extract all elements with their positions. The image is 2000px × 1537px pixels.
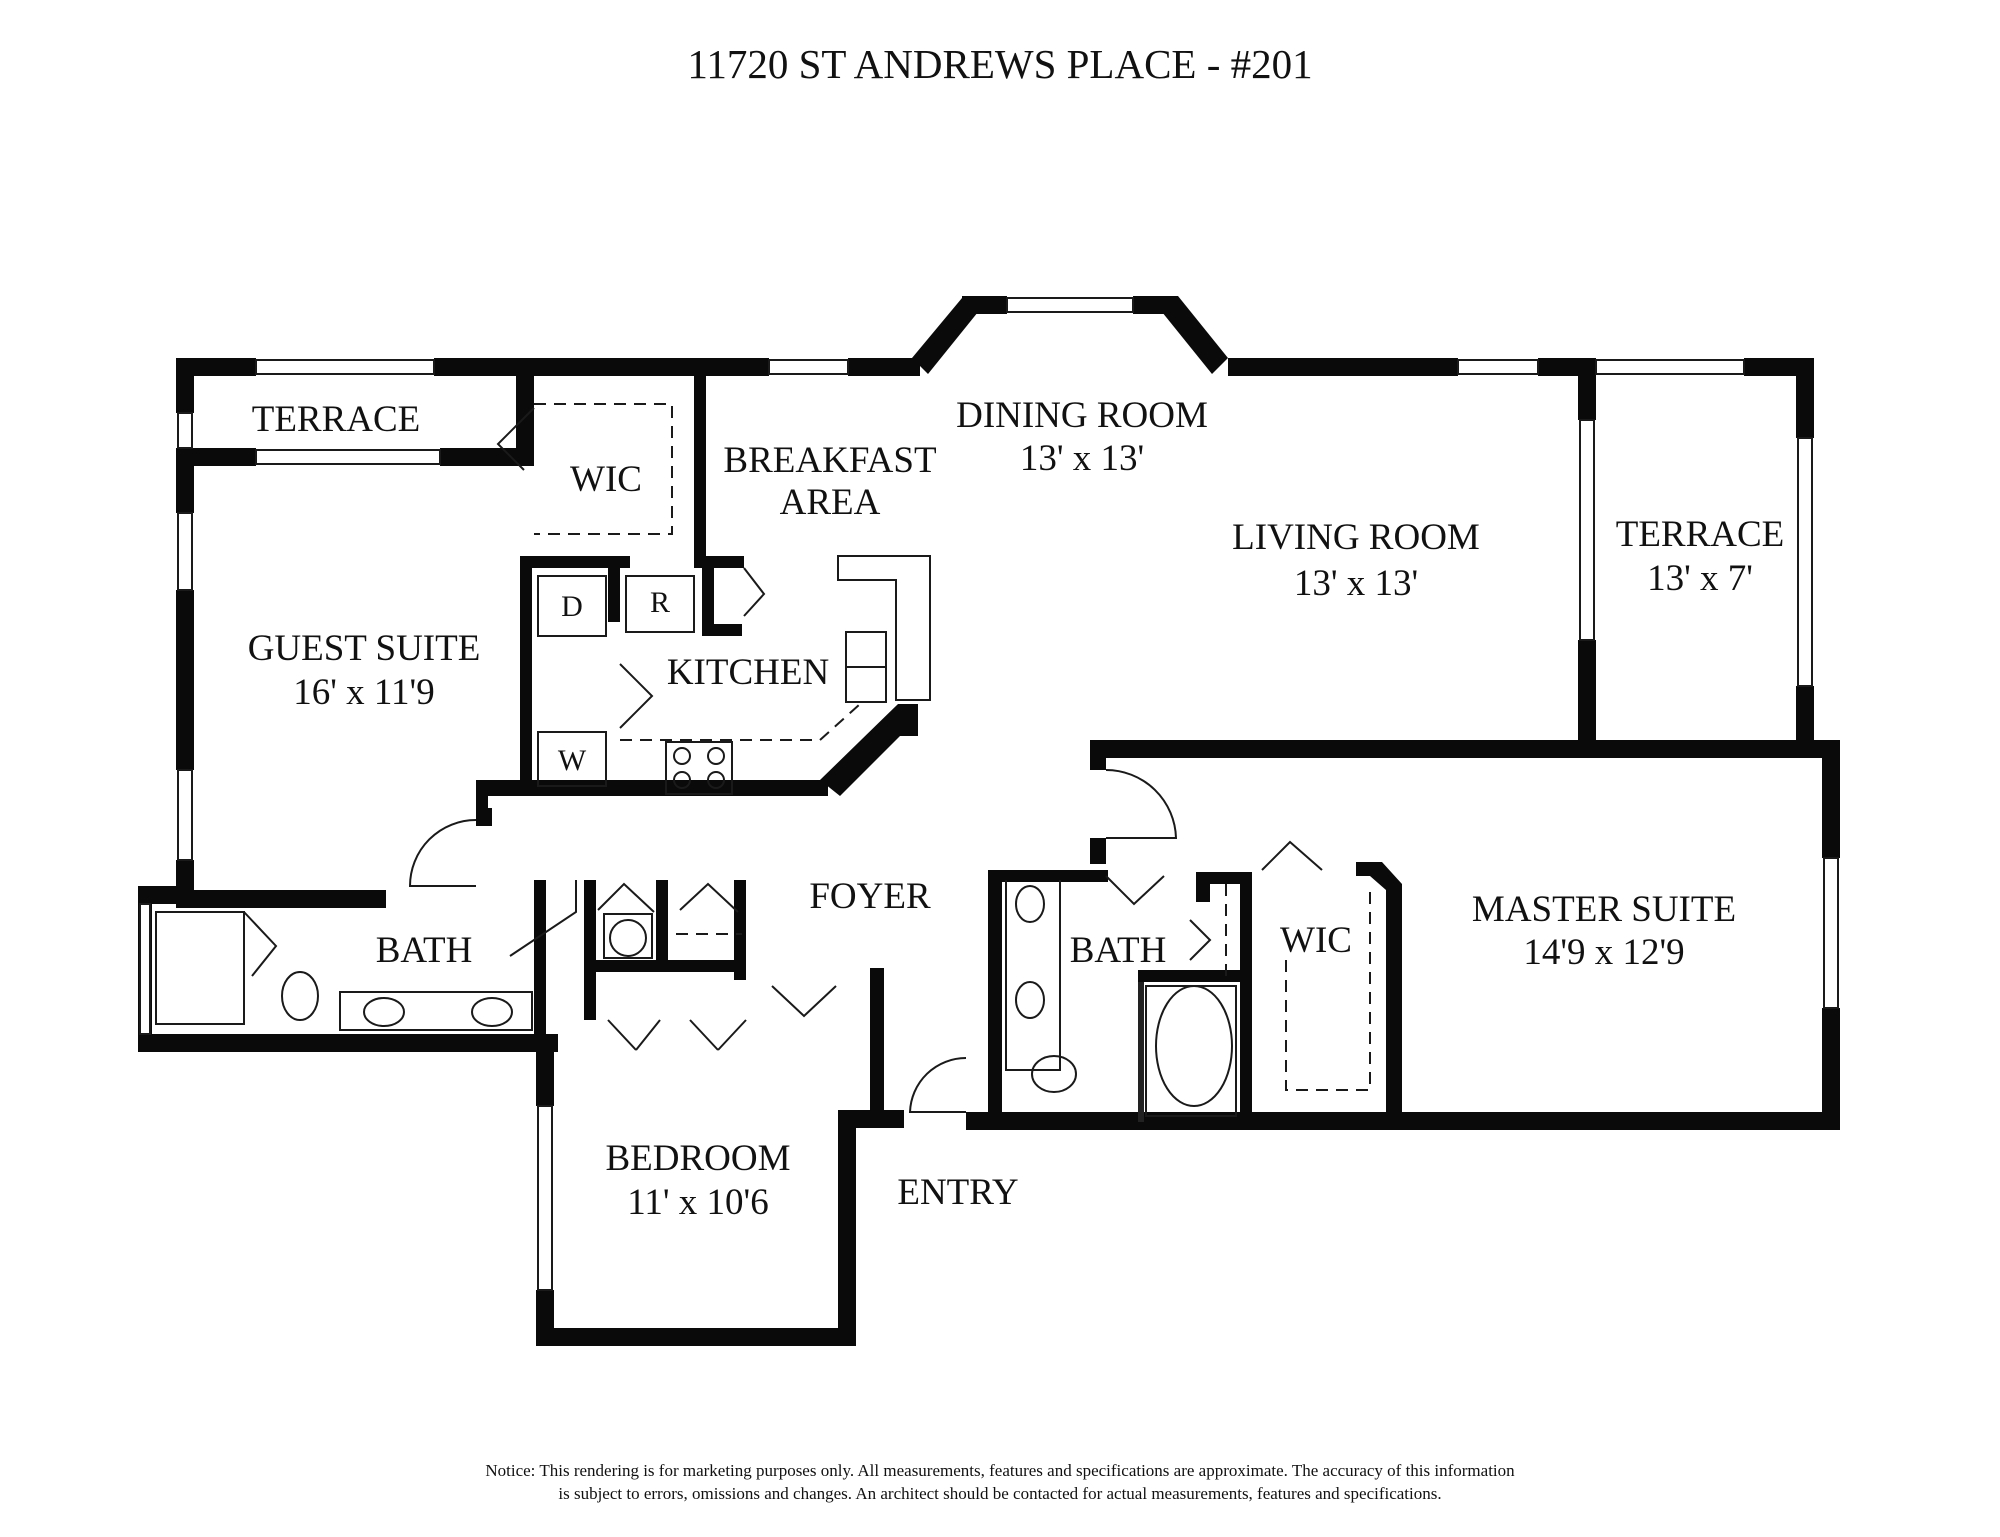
washer-label: W <box>558 744 587 777</box>
guest-suite-label: GUEST SUITE <box>248 628 481 669</box>
bath-master-label: BATH <box>1070 930 1167 971</box>
entry-label: ENTRY <box>897 1172 1018 1213</box>
master-suite-label: MASTER SUITE <box>1472 889 1736 930</box>
master-suite-dimensions: 14'9 x 12'9 <box>1523 932 1684 973</box>
dining-room-label: DINING ROOM <box>956 395 1208 436</box>
windows <box>139 297 1839 1291</box>
wic-top-label: WIC <box>570 459 642 500</box>
bath-left-label: BATH <box>376 930 473 971</box>
terrace-right-dimensions: 13' x 7' <box>1647 558 1753 599</box>
dryer-label: D <box>561 590 583 623</box>
bedroom-label: BEDROOM <box>605 1138 790 1179</box>
notice-line-2: is subject to errors, omissions and chan… <box>558 1484 1441 1503</box>
wic-master-label: WIC <box>1280 920 1352 961</box>
terrace-left-label: TERRACE <box>252 399 421 440</box>
guest-suite-dimensions: 16' x 11'9 <box>293 672 434 713</box>
dining-room-dimensions: 13' x 13' <box>1020 438 1144 479</box>
breakfast-label-line1: BREAKFAST <box>723 440 936 481</box>
breakfast-label-line2: AREA <box>780 482 881 523</box>
notice-line-1: Notice: This rendering is for marketing … <box>485 1461 1515 1480</box>
living-room-dimensions: 13' x 13' <box>1294 563 1418 604</box>
page-title: 11720 ST ANDREWS PLACE - #201 <box>687 41 1312 87</box>
kitchen-label: KITCHEN <box>667 652 829 693</box>
foyer-label: FOYER <box>809 876 931 917</box>
bedroom-dimensions: 11' x 10'6 <box>627 1182 768 1223</box>
fixtures <box>155 403 1371 1117</box>
walls <box>138 296 1840 1346</box>
living-room-label: LIVING ROOM <box>1232 517 1480 558</box>
terrace-right-label: TERRACE <box>1616 514 1785 555</box>
refrigerator-label: R <box>650 586 670 619</box>
